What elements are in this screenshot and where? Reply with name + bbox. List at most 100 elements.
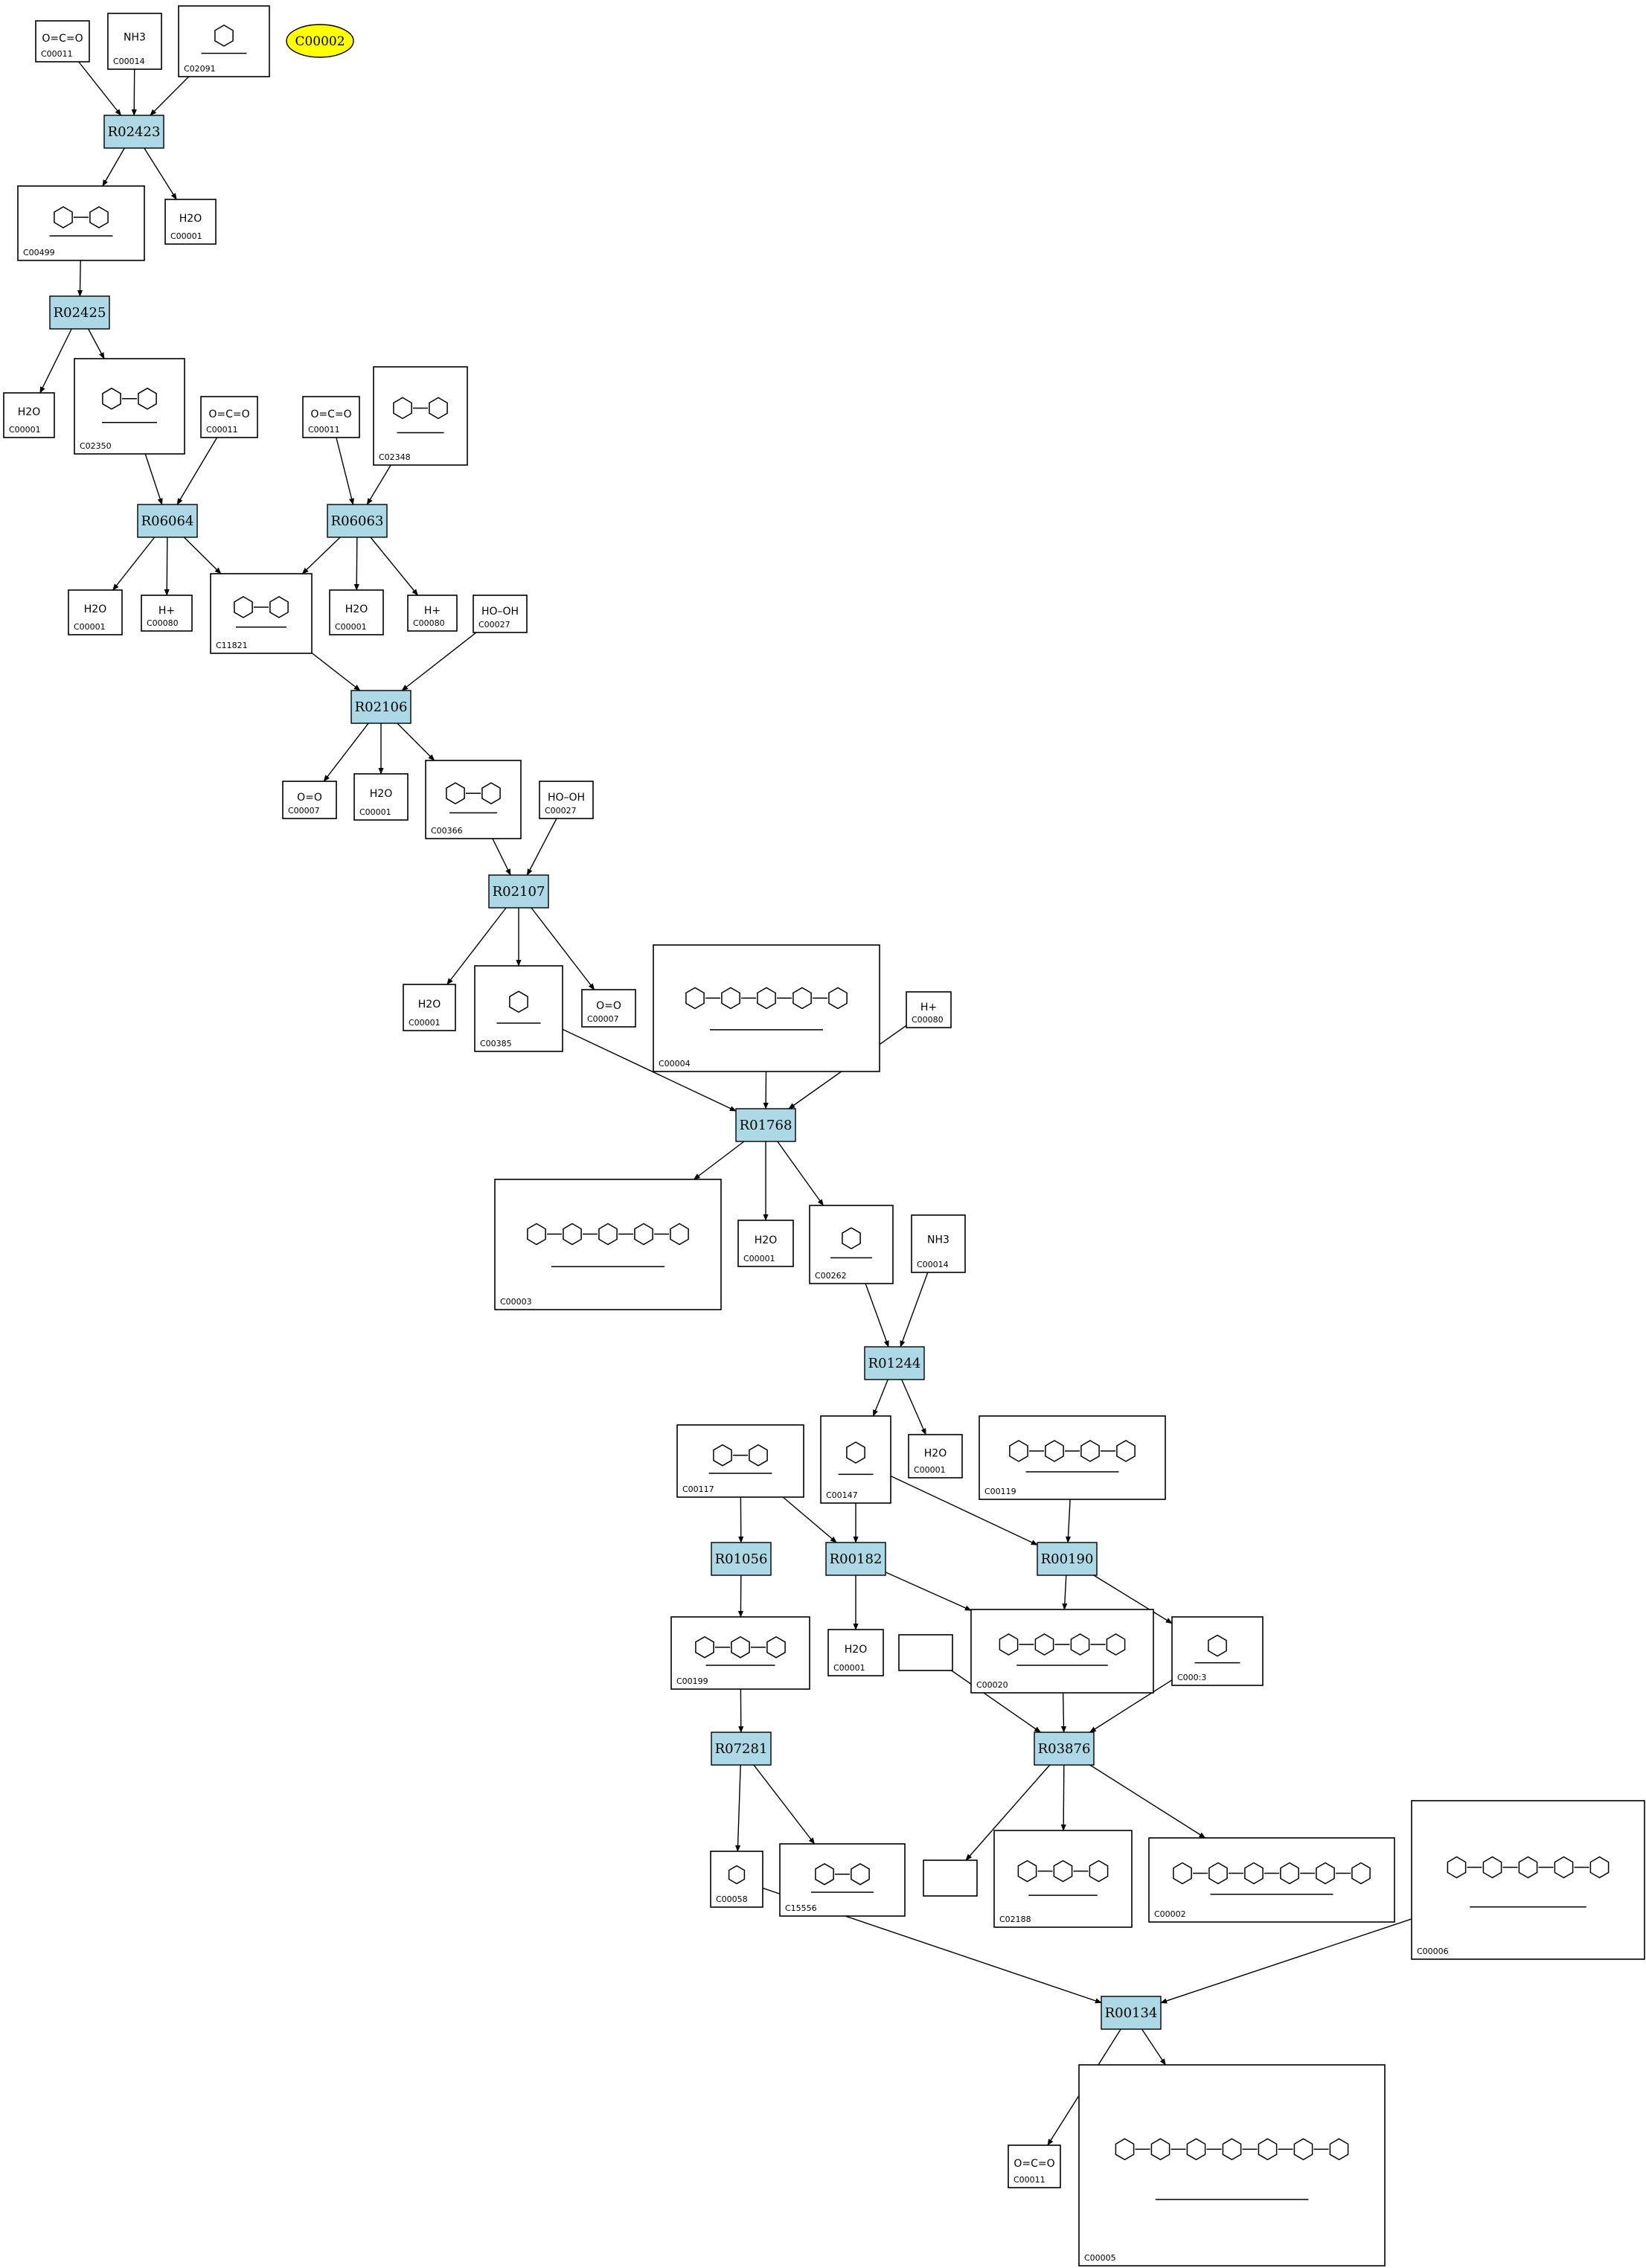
compound-node-C00080[interactable]: H+C00080 [141, 595, 193, 632]
reaction-label: R07281 [715, 1741, 768, 1757]
peroxide-structure: HO–OH [481, 606, 519, 618]
compound-node-C02348[interactable]: C02348 [373, 366, 468, 466]
compound-node-C00385[interactable]: C00385 [474, 965, 563, 1052]
water-structure: H2O [418, 999, 441, 1010]
compound-id: C00011 [308, 425, 340, 435]
proton-structure: H+ [158, 605, 175, 617]
compound-node-C02188[interactable]: C02188 [993, 1830, 1133, 1928]
allantoin-structure [102, 387, 157, 423]
edge-R02106-n17 [323, 723, 369, 782]
compound-id: C00119 [984, 1487, 1016, 1496]
reaction-node-R02107[interactable]: R02107 [488, 874, 549, 909]
edge-n20-R02107 [526, 818, 557, 876]
ammonia-structure: NH3 [927, 1234, 950, 1246]
edge-n30-R00182 [782, 1496, 837, 1543]
edge-R06063-n13 [301, 536, 341, 574]
compound-node-C000:3[interactable]: C000:3 [1171, 1616, 1264, 1686]
reaction-node-R02425[interactable]: R02425 [49, 295, 110, 330]
compound-node-C00005[interactable]: C00005 [1078, 2064, 1386, 2267]
compound-node-C11821[interactable]: C11821 [210, 573, 313, 654]
compound-node-C00006[interactable]: C00006 [1411, 1800, 1645, 1960]
reaction-node-R01768[interactable]: R01768 [735, 1108, 796, 1142]
compound-node-C00020[interactable]: C00020 [970, 1609, 1154, 1694]
edge-R02423-n4 [102, 147, 125, 187]
pyrophosphate-structure [1194, 1634, 1240, 1664]
reaction-node-R00134[interactable]: R00134 [1101, 1996, 1162, 2030]
compound-node-C00003[interactable]: C00003 [494, 1179, 722, 1310]
edge-R02425-n6 [39, 328, 72, 394]
compound-id: C00262 [815, 1271, 847, 1281]
compound-node-C02091[interactable]: C02091 [178, 5, 270, 77]
reaction-node-R02423[interactable]: R02423 [103, 115, 164, 149]
compound-id: C00014 [917, 1260, 949, 1269]
reaction-label: R01056 [715, 1551, 768, 1567]
reaction-node-R00190[interactable]: R00190 [1037, 1542, 1098, 1576]
reaction-node-R07281[interactable]: R07281 [711, 1732, 772, 1766]
reaction-node-R02106[interactable]: R02106 [350, 690, 412, 724]
compound-node-C00499[interactable]: C00499 [17, 185, 145, 261]
reaction-node-R06063[interactable]: R06063 [327, 504, 388, 538]
compound-node-C00002[interactable]: C00002 [1148, 1837, 1395, 1923]
reaction-node-R06064[interactable]: R06064 [137, 504, 198, 538]
compound-id: C00001 [833, 1663, 865, 1673]
compound-node-C00058[interactable]: C00058 [710, 1851, 763, 1908]
compound-node-C00004[interactable]: C00004 [653, 944, 880, 1072]
compound-node-C00080[interactable]: H+C00080 [906, 991, 952, 1028]
edge-R03876-n43 [1089, 1764, 1206, 1839]
ureidoglycine-structure [201, 25, 247, 54]
compound-node-C00147[interactable]: C00147 [820, 1415, 891, 1504]
hydroxyisourate-structure [234, 596, 289, 628]
formate-structure [728, 1865, 746, 1885]
edge-n38-R03876 [1089, 1679, 1173, 1733]
compound-id: C00027 [545, 806, 577, 816]
seed-compound[interactable]: C00002 [286, 24, 354, 58]
compound-node-C00366[interactable]: C00366 [425, 760, 522, 839]
water-structure: H2O [84, 603, 106, 615]
proton-structure: H+ [920, 1002, 937, 1013]
compound-node-blank[interactable] [923, 1859, 978, 1897]
compound-id: C00007 [587, 1014, 619, 1024]
edge-n33-R00190 [1065, 1499, 1072, 1543]
reaction-label: R02425 [54, 305, 106, 321]
compound-node-blank[interactable] [898, 1634, 953, 1671]
reaction-node-R01056[interactable]: R01056 [711, 1542, 772, 1576]
compound-id: C00080 [147, 618, 179, 628]
compound-node-C00117[interactable]: C00117 [676, 1424, 804, 1498]
compound-node-C00119[interactable]: C00119 [979, 1415, 1166, 1500]
compound-id: C00147 [826, 1490, 858, 1500]
edge-n9-R06063 [336, 437, 355, 505]
compound-node-C00262[interactable]: C00262 [809, 1205, 894, 1284]
compound-id: C00001 [335, 622, 367, 632]
compound-node-C02350[interactable]: C02350 [74, 358, 185, 455]
reaction-node-R03876[interactable]: R03876 [1034, 1732, 1095, 1766]
edge-R02423-n5 [144, 147, 177, 200]
compound-node-C00199[interactable]: C00199 [670, 1616, 810, 1690]
edge-R03876-n42 [1060, 1764, 1066, 1831]
xanthine-structure [496, 990, 541, 1024]
compound-node-C15556[interactable]: C15556 [779, 1843, 906, 1917]
edge-n7-R06064 [144, 453, 163, 505]
compound-node-C00080[interactable]: H+C00080 [407, 595, 458, 632]
reaction-node-R01244[interactable]: R01244 [864, 1346, 925, 1380]
reaction-node-R00182[interactable]: R00182 [825, 1542, 886, 1576]
